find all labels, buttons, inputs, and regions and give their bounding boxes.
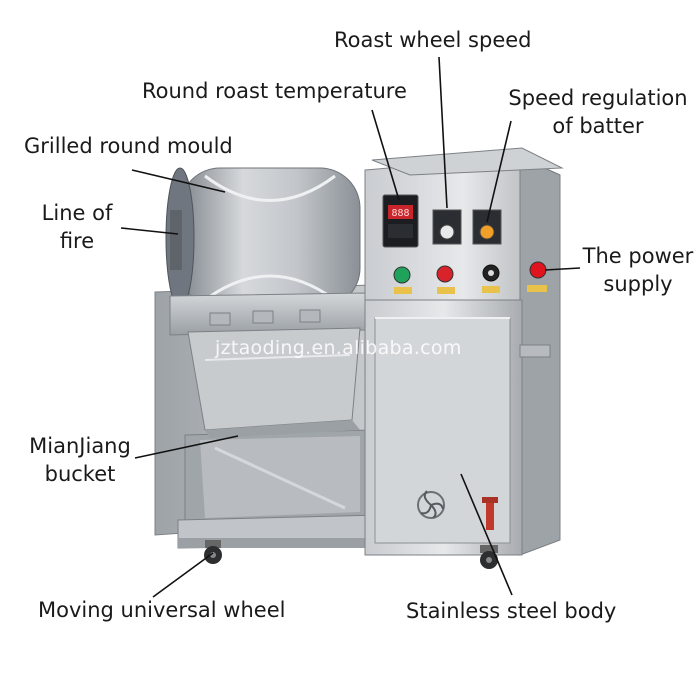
label-line-of-fire-line1: Line of — [41, 201, 113, 225]
label-round-roast-temperature: Round roast temperature — [142, 79, 407, 103]
wheel-left — [204, 540, 222, 564]
label-grilled-round-mould: Grilled round mould — [24, 134, 233, 158]
label-power-supply-line1: The power — [582, 244, 694, 268]
door-handle — [482, 497, 498, 530]
green-button — [393, 266, 411, 284]
controller-readout: 888 — [391, 208, 409, 219]
label-mianjiang-line2: bucket — [44, 462, 116, 486]
control-panel: 888 — [382, 194, 547, 294]
grilled-round-mould — [165, 167, 361, 309]
label-roast-wheel-speed: Roast wheel speed — [334, 28, 532, 52]
label-power-supply: The power supply — [578, 242, 698, 298]
label-line-of-fire-line2: fire — [59, 229, 95, 253]
leader-stainless-body — [460, 473, 513, 596]
wheel-right — [480, 545, 498, 569]
leader-roast-wheel-speed — [438, 56, 448, 209]
mianjiang-bucket — [187, 327, 361, 438]
line-of-fire — [170, 210, 182, 270]
label-speed-regulation-line1: Speed regulation — [508, 86, 688, 110]
red-button — [436, 265, 454, 283]
label-speed-regulation-line2: of batter — [552, 114, 644, 138]
label-speed-regulation: Speed regulation of batter — [500, 84, 696, 140]
leader-lines — [120, 56, 581, 598]
label-line-of-fire: Line of fire — [30, 199, 124, 255]
label-mianjiang-bucket: MianJiang bucket — [22, 432, 138, 488]
power-switch — [529, 261, 547, 279]
leader-grilled-round-mould — [131, 169, 226, 193]
fan-vent — [417, 490, 445, 519]
label-mianjiang-line1: MianJiang — [29, 434, 131, 458]
leader-moving-wheel — [152, 552, 214, 598]
label-moving-universal-wheel: Moving universal wheel — [38, 598, 286, 622]
roller-tray — [169, 292, 366, 336]
leader-line-of-fire — [120, 227, 179, 235]
leader-mianjiang-bucket — [134, 435, 239, 459]
label-power-supply-line2: supply — [603, 272, 673, 296]
leader-power-supply — [544, 267, 581, 271]
label-stainless-steel-body: Stainless steel body — [406, 599, 617, 623]
watermark: jztaoding.en.alibaba.com — [215, 337, 462, 359]
leader-speed-regulation — [486, 120, 512, 223]
leader-round-roast-temperature — [371, 109, 400, 201]
